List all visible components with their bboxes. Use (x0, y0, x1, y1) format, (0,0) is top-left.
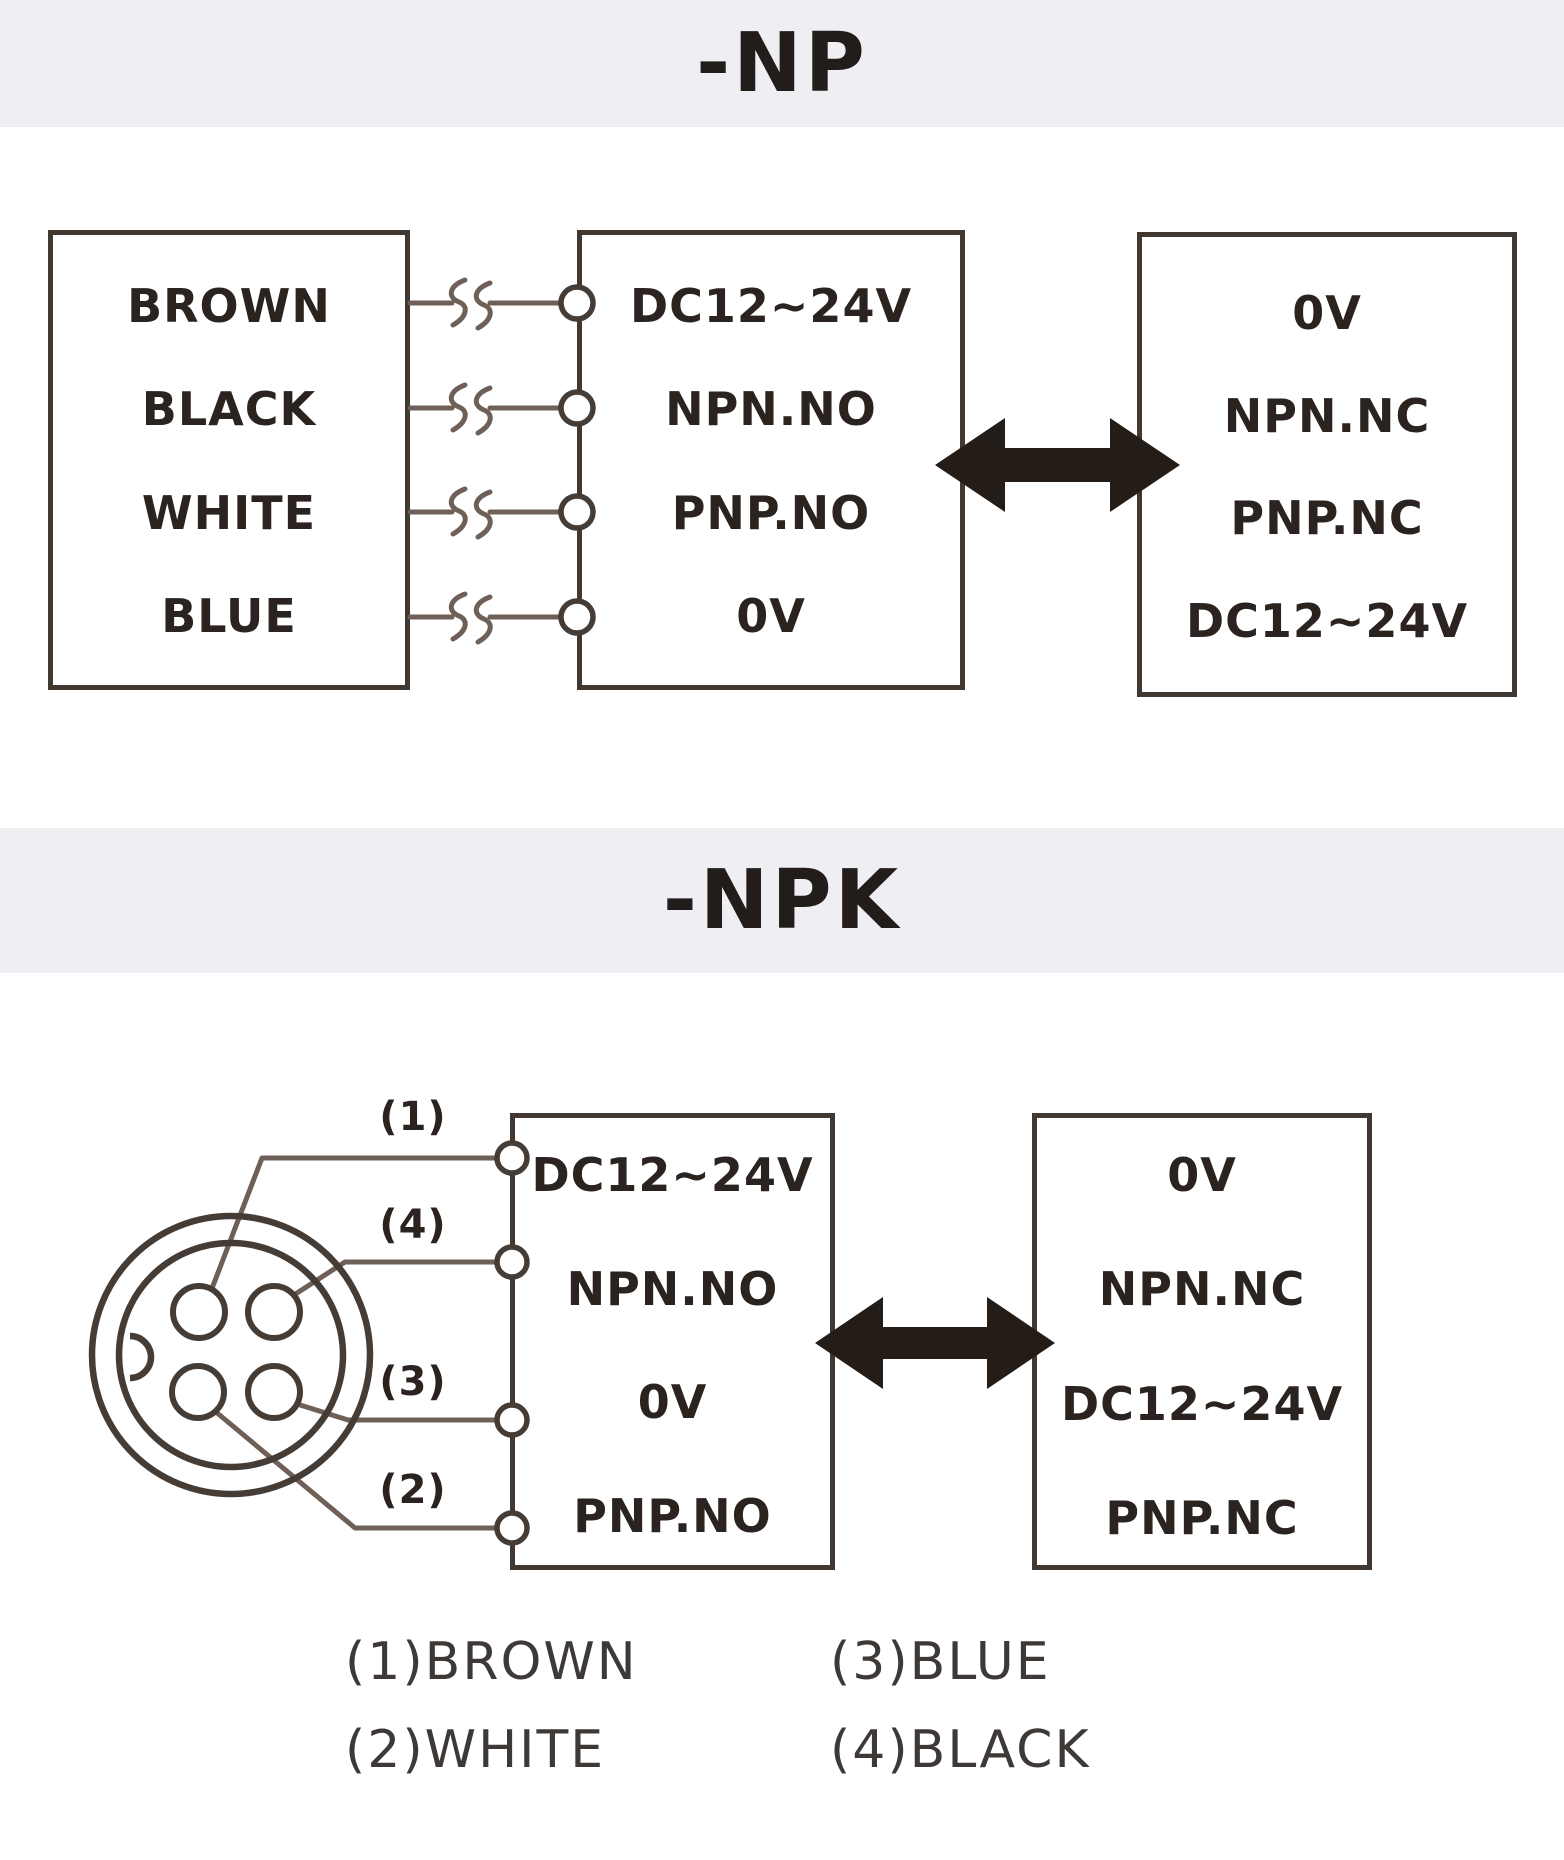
wire-color-label: BLACK (141, 382, 317, 437)
terminal-label: 0V (1292, 286, 1362, 340)
wire-color-legend: (1)BROWN (3)BLUE (2)WHITE (4)BLACK (345, 1632, 1091, 1780)
terminal-label: 0V (736, 588, 806, 643)
npk-output-box: DC12~24V NPN.NO 0V PNP.NO (510, 1113, 835, 1570)
npk-section-title: -NPK (662, 853, 902, 948)
npk-section-header: -NPK (0, 828, 1564, 973)
wire-color-label: BLUE (161, 588, 297, 643)
np-wires (407, 277, 564, 645)
wire-color-label: BROWN (127, 279, 331, 333)
pin-number-label: (3) (379, 1359, 447, 1405)
npk-connector (88, 1212, 374, 1498)
legend-item: (2)WHITE (345, 1720, 606, 1780)
pin-number-label: (4) (379, 1202, 447, 1248)
np-output-box: DC12~24V NPN.NO PNP.NO 0V (577, 230, 965, 690)
wire-break-icon (448, 382, 468, 433)
wire-break-icon (473, 385, 493, 436)
npk-connector-wires (201, 1155, 500, 1531)
terminal-label: PNP.NC (1105, 1490, 1299, 1545)
connector-notch (129, 1332, 155, 1382)
np-section-title: -NP (696, 16, 868, 111)
terminal-label: DC12~24V (531, 1148, 814, 1202)
wire-color-label: WHITE (141, 485, 317, 540)
np-section-header: -NP (0, 0, 1564, 127)
double-arrow-icon (815, 1297, 1055, 1389)
terminal-label: PNP.NO (671, 485, 871, 540)
terminal-label: DC12~24V (629, 279, 913, 333)
pin-number-label: (2) (379, 1467, 447, 1513)
wire-break-icon (448, 486, 468, 537)
wire-line (203, 1155, 500, 1307)
terminal-label: NPN.NC (1098, 1262, 1306, 1317)
legend-item: (1)BROWN (345, 1632, 638, 1692)
wire-break-icon (473, 489, 493, 540)
terminal-label: NPN.NO (566, 1261, 779, 1316)
wire-line (201, 1399, 500, 1531)
connector-pin (245, 1363, 303, 1421)
connector-pin (245, 1283, 303, 1341)
npk-alternate-box: 0V NPN.NC DC12~24V PNP.NC (1032, 1113, 1372, 1570)
connector-pin (170, 1283, 228, 1341)
terminal-label: PNP.NO (573, 1488, 772, 1543)
legend-item: (3)BLUE (830, 1632, 1051, 1692)
np-wire-colors-box: BROWN BLACK WHITE BLUE (48, 230, 410, 690)
terminal-label: 0V (637, 1375, 708, 1430)
terminal-label: 0V (1167, 1148, 1237, 1202)
wire-break-icon (448, 277, 468, 328)
wire-break-icon (473, 280, 493, 331)
wire-line (277, 1259, 500, 1307)
wire-break-icon (473, 594, 493, 645)
terminal-label: DC12~24V (1185, 593, 1469, 648)
terminal-label: DC12~24V (1060, 1376, 1344, 1431)
connector-inner-circle (115, 1239, 347, 1471)
terminal-label: NPN.NO (665, 382, 877, 437)
terminal-label: NPN.NC (1223, 388, 1431, 443)
connector-outer-circle (88, 1212, 374, 1498)
pin-number-label: (1) (379, 1094, 447, 1140)
connector-pin (169, 1363, 227, 1421)
wire-break-icon (448, 591, 468, 642)
terminal-label: PNP.NC (1230, 491, 1424, 546)
np-alternate-box: 0V NPN.NC PNP.NC DC12~24V (1137, 232, 1517, 697)
legend-item: (4)BLACK (830, 1720, 1091, 1780)
npk-connector-pins (169, 1283, 303, 1421)
